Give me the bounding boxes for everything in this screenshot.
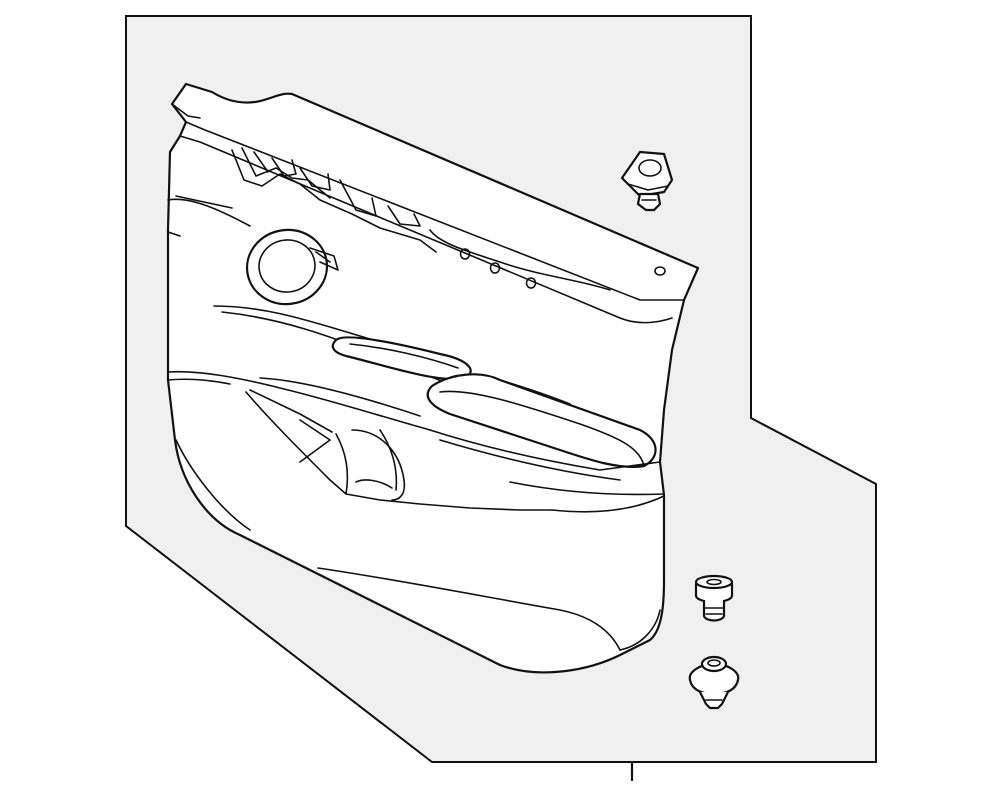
push-pin-fastener[interactable] (694, 574, 734, 622)
door-trim-panel[interactable] (166, 82, 700, 674)
lower-retainer-clip[interactable] (688, 655, 740, 710)
upper-retainer-clip[interactable] (620, 150, 674, 212)
